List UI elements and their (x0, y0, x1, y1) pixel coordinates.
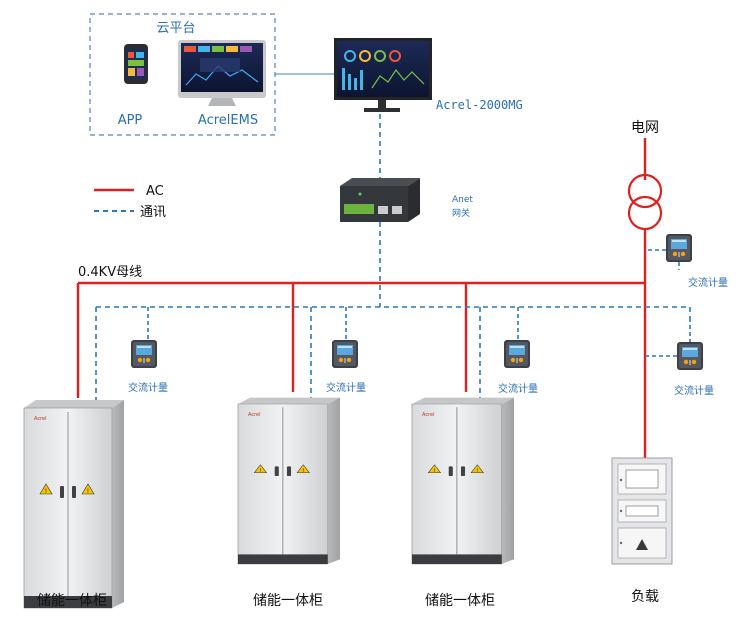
storage-cabinet-2: Acrel (237, 397, 341, 565)
cabinet-3-label: 储能一体柜 (425, 593, 495, 609)
cabinet-2-label: 储能一体柜 (253, 593, 323, 609)
cabinet1-meter-label: 交流计量 (128, 381, 168, 394)
transformer-icon (627, 173, 663, 231)
grid-label: 电网 (631, 120, 659, 136)
server-label: Acrel-2000MG (436, 98, 523, 112)
gateway-label-2: 网关 (452, 207, 470, 219)
server-monitor-icon (334, 38, 432, 112)
ems-label: AcrelEMS (198, 113, 258, 128)
cabinet2-meter-label: 交流计量 (326, 381, 366, 394)
gateway-device-icon (340, 178, 420, 222)
load-panel-icon (611, 457, 673, 565)
grid-meter-icon (666, 234, 692, 262)
storage-cabinet-1: Acrel (23, 399, 125, 609)
cabinet3-meter-icon (504, 340, 530, 368)
cabinet1-meter-icon (131, 340, 157, 368)
mobile-app-icon (124, 44, 148, 84)
cloud-platform-title: 云平台 (156, 21, 195, 36)
cabinet-1-brand: Acrel (34, 416, 47, 422)
bus-label: 0.4KV母线 (78, 265, 142, 280)
load-label: 负载 (631, 589, 659, 605)
app-label: APP (118, 113, 143, 128)
legend-ac-label: AC (146, 184, 164, 199)
load-meter-label: 交流计量 (674, 384, 714, 397)
cabinet-3-brand: Acrel (422, 412, 435, 418)
cabinet-2-brand: Acrel (248, 412, 261, 418)
grid-meter-label: 交流计量 (688, 276, 728, 289)
legend-comm-label: 通讯 (140, 205, 166, 220)
cabinet2-meter-icon (332, 340, 358, 368)
cabinet-1-label: 储能一体柜 (37, 593, 107, 609)
cabinet3-meter-label: 交流计量 (498, 382, 538, 395)
gateway-label-1: Anet (452, 195, 473, 205)
storage-cabinet-3: Acrel (411, 397, 515, 565)
ems-monitor-icon (178, 40, 266, 106)
load-meter-icon (677, 342, 703, 370)
